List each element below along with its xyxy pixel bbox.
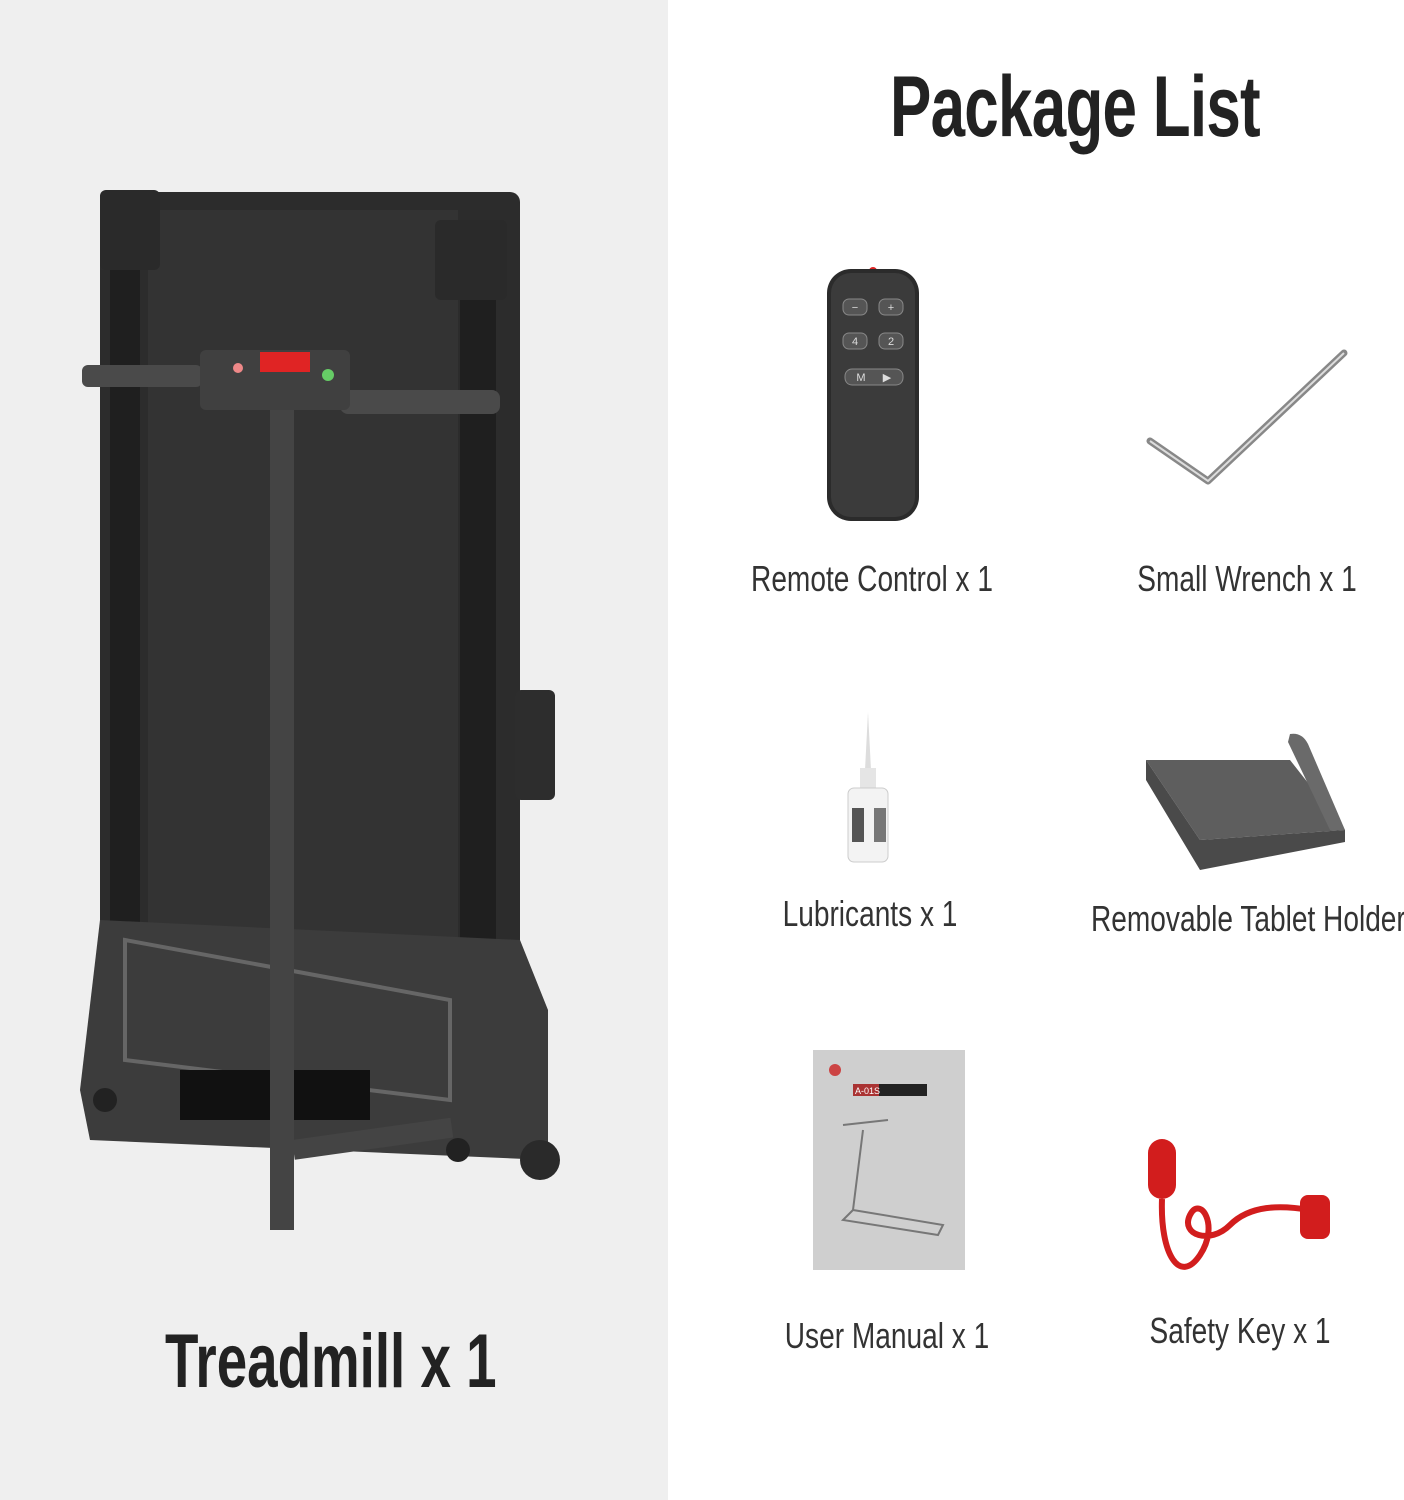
safety-key-image	[1148, 1139, 1330, 1270]
user-manual-label: User Manual x 1	[784, 1315, 990, 1356]
tablet-holder-image	[1146, 733, 1345, 870]
remote-control-image: − + 4 2 M ▶	[827, 267, 919, 521]
treadmill-image	[80, 190, 560, 1230]
remote-control-label: Remote Control x 1	[751, 558, 993, 599]
treadmill-label: Treadmill x 1	[165, 1319, 497, 1404]
user-manual-image: A-01S	[813, 1050, 965, 1270]
remote-2: 2	[888, 336, 894, 348]
tablet-holder-label: Removable Tablet Holder x 1	[1091, 898, 1404, 939]
remote-plus: +	[888, 302, 894, 314]
small-wrench-label: Small Wrench x 1	[1137, 558, 1357, 599]
remote-play: ▶	[883, 372, 892, 384]
remote-m: M	[856, 372, 865, 384]
allen-wrench-image	[1146, 349, 1348, 485]
remote-4: 4	[852, 336, 858, 348]
manual-cover-text: A-01S	[855, 1086, 880, 1096]
safety-key-label: Safety Key x 1	[1149, 1310, 1331, 1351]
remote-minus: −	[852, 302, 858, 314]
page-title: Package List	[890, 59, 1261, 155]
lubricant-bottle-image	[847, 712, 889, 863]
lubricants-label: Lubricants x 1	[782, 893, 958, 934]
